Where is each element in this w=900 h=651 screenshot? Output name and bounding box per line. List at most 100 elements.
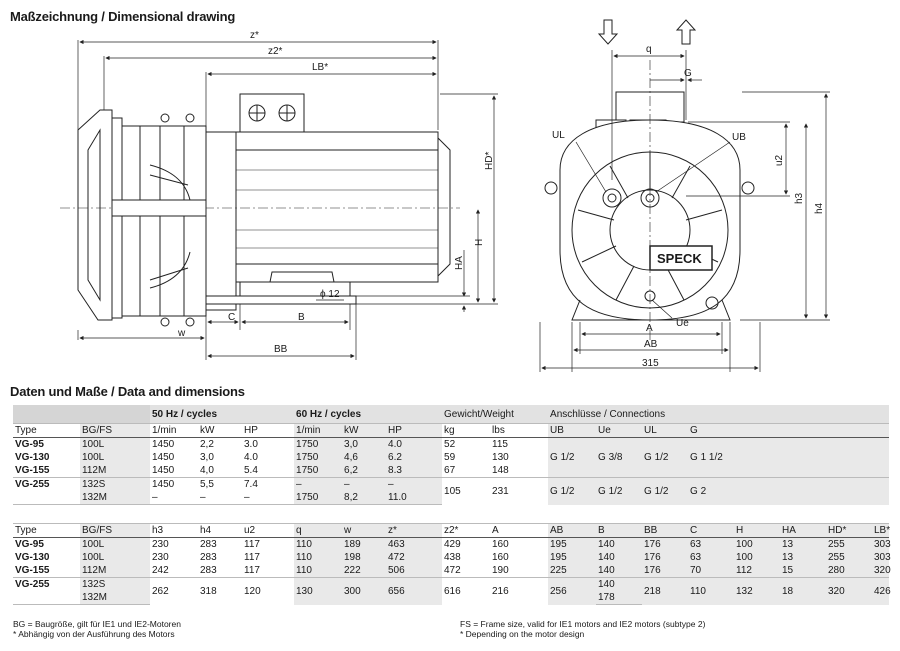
table-cell: 100L: [80, 537, 150, 551]
table-cell: 198: [342, 551, 386, 564]
table-cell: 5,5: [198, 477, 242, 491]
table-cell: 506: [386, 564, 442, 578]
table-cell: 130: [492, 452, 509, 463]
dim-label-ab: AB: [644, 339, 658, 350]
table-cell: 140: [596, 564, 642, 578]
table-cell: 303: [872, 537, 891, 551]
table-cell: 283: [200, 565, 217, 576]
table-cell: 132M: [80, 591, 150, 605]
table1-group-row: 50 Hz / cycles 60 Hz / cycles Gewicht/We…: [13, 405, 890, 424]
table-cell: 616: [442, 577, 490, 605]
table-cell: 262: [150, 577, 198, 605]
table-cell: 18: [780, 577, 826, 605]
table-cell: Ue: [596, 423, 643, 438]
speck-logo: SPECK: [657, 251, 702, 266]
table-cell: Type: [13, 523, 80, 538]
table-cell: VG-155: [15, 565, 50, 576]
table-cell: VG-130: [15, 552, 50, 563]
table-cell: UB: [548, 423, 597, 438]
table-cell: 189: [342, 537, 386, 551]
table-cell: 132S: [80, 577, 150, 591]
table-cell: 195: [548, 551, 596, 564]
dim-label-bb: BB: [274, 344, 288, 355]
table-cell: 1750: [294, 491, 343, 505]
table-cell: 110: [688, 577, 734, 605]
drawing-title: Maßzeichnung / Dimensional drawing: [10, 9, 236, 24]
table-cell: z2*: [442, 523, 490, 538]
table-cell: h3: [150, 523, 198, 538]
table-cell: 120: [242, 577, 294, 605]
table-cell: 105: [442, 477, 491, 505]
table-cell: 231: [490, 477, 549, 505]
dim-label-lb: LB*: [312, 62, 328, 73]
table-cell: 148: [492, 465, 509, 476]
table-cell: –: [150, 491, 198, 505]
table-cell: 225: [548, 564, 596, 578]
table-cell: 216: [490, 577, 548, 605]
dim-label-z: z*: [250, 30, 259, 41]
table-cell: –: [342, 477, 387, 491]
table-cell: 242: [152, 565, 169, 576]
table-cell: 6.2: [386, 451, 443, 464]
table-cell: h4: [198, 523, 242, 538]
table-cell: 5.4: [244, 465, 258, 476]
table-cell: 140: [596, 537, 642, 551]
table-cell: 320: [826, 577, 872, 605]
table-cell: 132: [734, 577, 780, 605]
table-cell: 110: [294, 537, 342, 551]
table-cell: 3,0: [342, 437, 387, 451]
table-cell: 4,0: [200, 465, 214, 476]
table-cell: 15: [780, 564, 826, 578]
table-cell: 429: [444, 539, 461, 550]
table-cell: 255: [826, 537, 872, 551]
table-cell: [13, 491, 80, 505]
table-cell: 303: [872, 551, 891, 564]
table-cell: 283: [200, 539, 217, 550]
table-cell: 463: [386, 537, 442, 551]
table-cell: HP: [386, 423, 443, 438]
dim-label-a: A: [646, 323, 653, 334]
dim-label-u2: u2: [774, 154, 785, 166]
front-dimensions: [539, 50, 830, 372]
dim-label-g: G: [684, 68, 692, 79]
dim-label-h3: h3: [794, 192, 805, 204]
table-cell: G 1/2: [596, 477, 643, 505]
footnote-left: BG = Baugröße, gilt für IE1 und IE2-Moto…: [13, 619, 181, 639]
table-cell: 195: [548, 537, 596, 551]
table-cell: 132S: [80, 477, 150, 491]
table-cell: G 1 1/2: [688, 437, 890, 478]
table-cell: [13, 405, 150, 424]
table-cell: 112: [734, 564, 780, 578]
table-cell: 656: [386, 577, 442, 605]
table-cell: –: [386, 477, 443, 491]
table-cell: 160: [492, 552, 509, 563]
table-cell: VG-255: [13, 477, 80, 491]
dim-label-b: B: [298, 312, 305, 323]
table-cell: 112M: [80, 564, 150, 578]
table-cell: 190: [492, 565, 509, 576]
table-cell: G 1/2: [548, 437, 597, 478]
table-cell: q: [294, 523, 342, 538]
table-cell: AB: [548, 523, 596, 538]
table-cell: G 1/2: [642, 477, 689, 505]
table-cell: 1/min: [150, 423, 198, 438]
dim-label-ue: Ue: [676, 318, 689, 329]
table-cell: BG/FS: [80, 523, 150, 538]
table-cell: 140: [596, 551, 642, 564]
table-cell: 222: [342, 564, 386, 578]
table-cell: 230: [152, 552, 169, 563]
table-cell: u2: [242, 523, 294, 538]
table-cell: –: [242, 491, 295, 505]
table-cell: 11.0: [386, 491, 443, 505]
table-cell: LB*: [872, 523, 891, 538]
group-weight: Gewicht/Weight: [442, 405, 549, 424]
table-cell: VG-130: [15, 452, 50, 463]
table-cell: HA: [780, 523, 826, 538]
table-cell: BB: [642, 523, 688, 538]
table-cell: G 1/2: [548, 477, 597, 505]
